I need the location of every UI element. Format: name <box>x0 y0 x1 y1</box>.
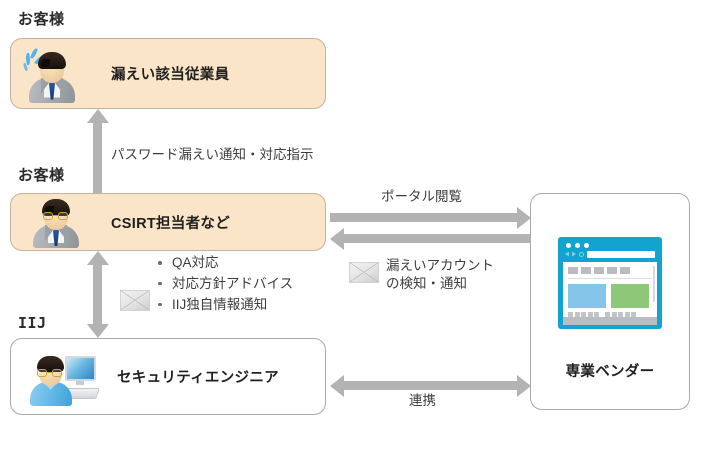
node-security-engineer[interactable]: セキュリティエンジニア <box>10 338 326 415</box>
arrow-head-leaked-account-detection-left <box>330 227 344 250</box>
support-bullet-item: 対応方針アドバイス <box>155 274 293 295</box>
edge-label-password-leak-notice: パスワード漏えい通知・対応指示 <box>111 147 314 162</box>
node-label-leaked-employee: 漏えい該当従業員 <box>111 67 230 83</box>
arrow-head-password-leak-notice-up <box>86 109 109 123</box>
node-label-specialist-vendor: 専業ベンダー <box>565 364 655 380</box>
arrow-head-csirt-engineer-support-down <box>86 324 109 338</box>
node-label-security-engineer: セキュリティエンジニア <box>117 370 279 386</box>
node-leaked-employee[interactable]: 漏えい該当従業員 <box>10 38 326 109</box>
edge-label-leaked-account-detection: 漏えいアカウント の検知・通知 <box>386 257 494 293</box>
support-bullet-item: QA対応 <box>155 253 293 274</box>
arrow-shaft-cooperation <box>344 381 517 390</box>
group-label-iij: IIJ <box>18 314 47 332</box>
edge-label-portal-browsing: ポータル閲覧 <box>381 189 462 204</box>
node-label-csirt-staff: CSIRT担当者など <box>111 215 230 232</box>
arrow-shaft-csirt-engineer-support <box>93 264 102 324</box>
arrow-shaft-portal-browsing <box>330 213 517 222</box>
group-label-customer-mid: お客様 <box>18 167 65 184</box>
businessman-panic-avatar-icon <box>22 45 79 103</box>
mail-envelope-icon-detection <box>349 262 379 283</box>
edge-label-cooperation: 連携 <box>409 393 436 408</box>
glasses-icon <box>37 368 64 378</box>
arrow-head-csirt-engineer-support-up <box>86 251 109 265</box>
arrow-head-cooperation-right <box>517 374 531 397</box>
support-bullet-list: QA対応 対応方針アドバイス IIJ独自情報通知 <box>155 253 293 316</box>
monitor-icon <box>65 355 96 381</box>
arrow-head-portal-browsing-right <box>517 206 531 229</box>
edge-label-leaked-account-detection-line1: 漏えいアカウント <box>386 258 494 273</box>
mail-envelope-icon-support <box>120 290 150 311</box>
node-csirt-staff[interactable]: CSIRT担当者など <box>10 193 326 251</box>
businessman-glasses-avatar-icon <box>29 196 83 248</box>
arrow-shaft-password-leak-notice <box>93 122 102 193</box>
browser-window-icon <box>558 236 662 329</box>
arrow-head-cooperation-left <box>330 374 344 397</box>
engineer-with-computer-icon <box>29 348 100 406</box>
support-bullet-item: IIJ独自情報通知 <box>155 295 293 316</box>
node-specialist-vendor[interactable]: 専業ベンダー <box>530 193 690 410</box>
edge-label-leaked-account-detection-line2: の検知・通知 <box>386 276 467 292</box>
group-label-customer-top: お客様 <box>18 11 65 28</box>
arrow-shaft-leaked-account-detection <box>344 234 531 243</box>
glasses-icon <box>42 212 70 221</box>
